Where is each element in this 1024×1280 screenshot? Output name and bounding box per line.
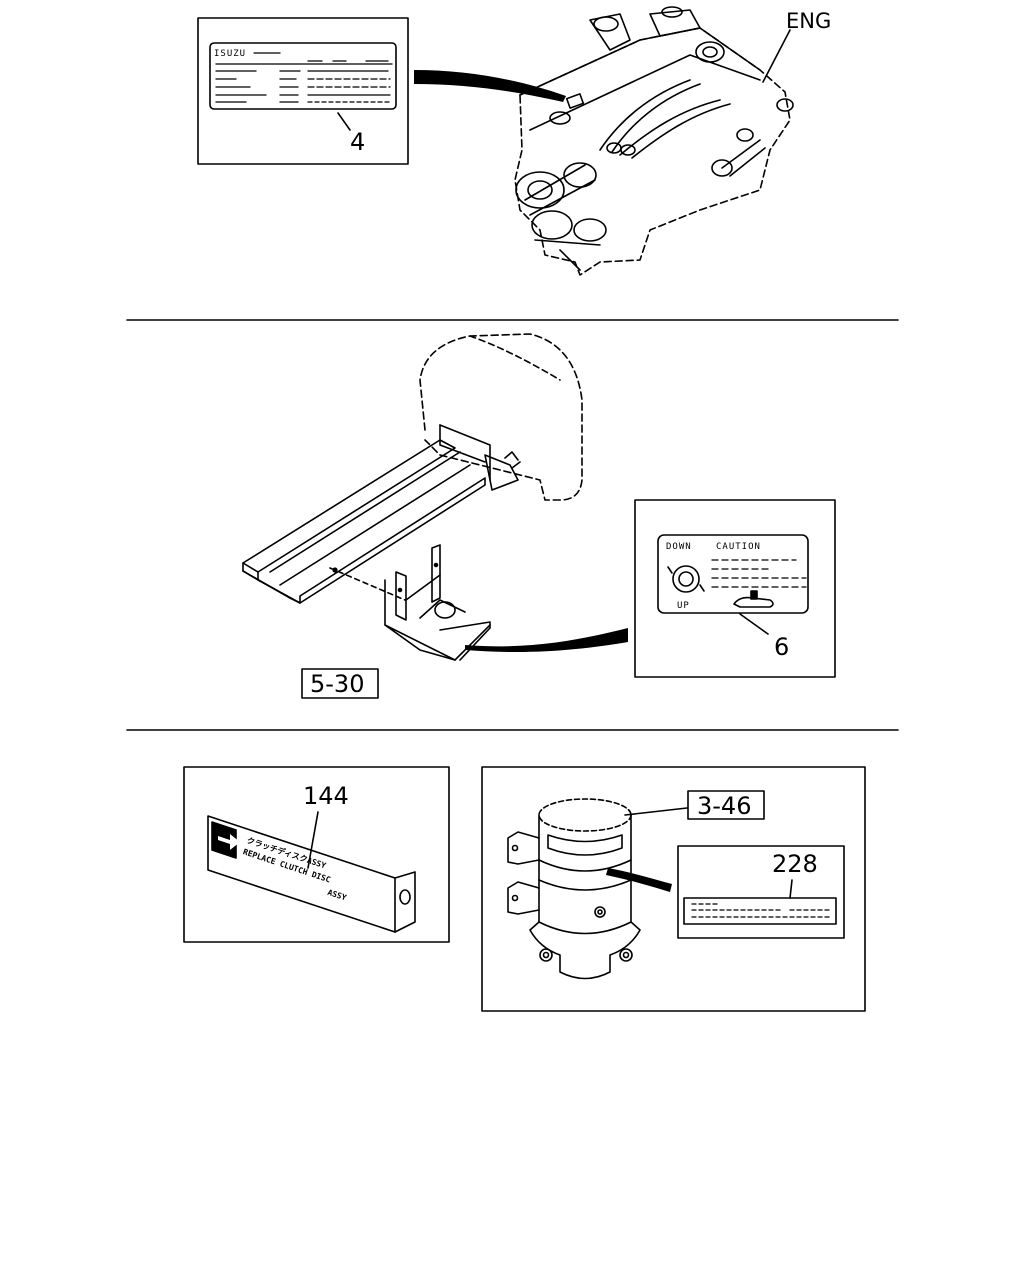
callout-3-46: 3-46 bbox=[697, 792, 751, 820]
engine-label-detail-box bbox=[197, 17, 409, 165]
callout-228: 228 bbox=[772, 850, 818, 878]
leader-6 bbox=[739, 613, 769, 635]
engine-pointer-wedge bbox=[414, 70, 566, 102]
caution-label-detail-box bbox=[634, 499, 836, 678]
caution-title-text: CAUTION bbox=[716, 542, 761, 552]
engine-brand-text: ISUZU bbox=[214, 49, 246, 59]
clutch-bracket-drawing bbox=[207, 815, 416, 933]
unit-pointer-wedge bbox=[606, 868, 672, 892]
callout-4: 4 bbox=[350, 128, 365, 156]
unit-plate-lines bbox=[691, 903, 831, 918]
leader-3-46 bbox=[624, 807, 688, 816]
caution-plate-lines bbox=[711, 559, 807, 588]
engine-section: ISUZU 4 bbox=[197, 6, 831, 276]
callout-144: 144 bbox=[303, 782, 349, 810]
engine-plate bbox=[209, 42, 397, 110]
tilt-pointer-wedge bbox=[465, 628, 628, 653]
leader-144 bbox=[307, 811, 319, 869]
unit-label-section: 3-46 228 bbox=[481, 766, 866, 1012]
callout-6: 6 bbox=[774, 633, 789, 661]
caution-lever-icon bbox=[733, 590, 774, 608]
caution-up-text: UP bbox=[677, 601, 690, 611]
clutch-label-section: 144 クラッチディスクASSY REPLACE CLUTCH DISC ASS… bbox=[183, 766, 450, 943]
clutch-text-assy: ASSY bbox=[326, 888, 347, 903]
caution-plate bbox=[657, 534, 809, 614]
cylinder-unit-drawing bbox=[507, 798, 641, 980]
unit-detail-box bbox=[481, 766, 866, 1012]
caution-down-text: DOWN bbox=[666, 542, 692, 552]
tilt-bracket-drawing bbox=[384, 544, 491, 661]
cab-drawing bbox=[419, 333, 583, 501]
callout-5-30: 5-30 bbox=[310, 670, 364, 698]
unit-plate bbox=[683, 897, 837, 925]
engine-plate-lines bbox=[215, 52, 393, 103]
unit-label-detail-box bbox=[677, 845, 845, 939]
cab-tilt-section: 5-30 DOWN CAUTION UP 6 bbox=[242, 333, 836, 699]
clutch-label-detail-box bbox=[183, 766, 450, 943]
engine-drawing bbox=[514, 6, 794, 276]
leader-eng bbox=[762, 29, 791, 83]
callout-eng: ENG bbox=[786, 9, 831, 33]
ref-box-3-46 bbox=[687, 790, 765, 820]
leader-4 bbox=[337, 112, 351, 131]
frame-rail-drawing bbox=[242, 439, 486, 604]
ref-box-5-30 bbox=[301, 668, 379, 699]
caution-rotate-icon bbox=[667, 565, 705, 593]
leader-228 bbox=[789, 879, 793, 899]
